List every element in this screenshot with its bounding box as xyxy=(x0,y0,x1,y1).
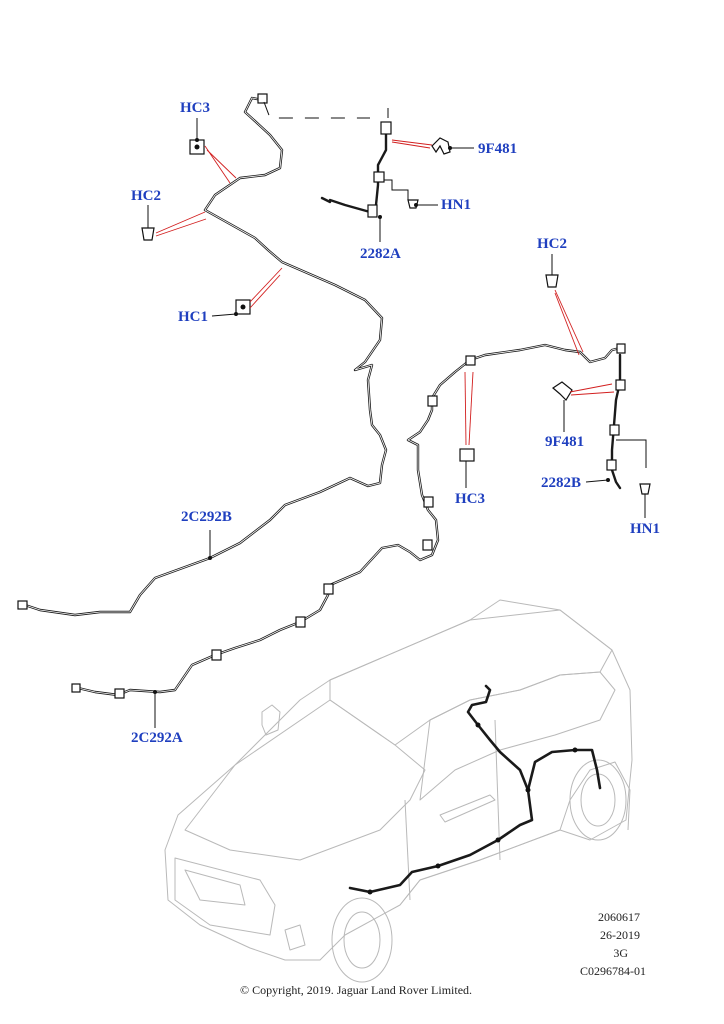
hose-2282b xyxy=(552,353,651,495)
black-leaders xyxy=(147,118,646,728)
label-9f481-top: 9F481 xyxy=(478,141,518,157)
meta-ref: C0296784-01 xyxy=(580,964,646,978)
label-hn1-top: HN1 xyxy=(441,197,471,213)
hose-2282a xyxy=(263,101,451,218)
hc2-left-icon xyxy=(141,227,155,241)
hc2-right-icon xyxy=(545,274,559,288)
meta-date: 26-2019 xyxy=(600,928,640,942)
vehicle-outline xyxy=(164,599,633,983)
label-2282a: 2282A xyxy=(360,246,401,262)
copyright-notice: © Copyright, 2019. Jaguar Land Rover Lim… xyxy=(239,983,473,997)
vehicle-brake-pipes xyxy=(348,684,602,895)
label-2c292a: 2C292A xyxy=(131,730,183,746)
red-leaders xyxy=(155,139,615,446)
label-hc2-left: HC2 xyxy=(131,188,161,204)
hc3-middle-icon xyxy=(459,448,475,462)
label-hc2-right: HC2 xyxy=(537,236,567,252)
label-2282b: 2282B xyxy=(541,475,582,491)
label-hc1: HC1 xyxy=(178,309,208,325)
hc1-icon xyxy=(235,299,251,315)
label-2c292b: 2C292B xyxy=(181,509,232,525)
meta-code: 2060617 xyxy=(598,910,640,924)
label-9f481-right: 9F481 xyxy=(545,434,585,450)
pipe-2c292b xyxy=(17,93,388,617)
meta-revision: 3G xyxy=(613,946,628,960)
hc3-top-icon xyxy=(189,139,205,155)
label-hn1-right: HN1 xyxy=(630,521,660,537)
label-hc3-middle: HC3 xyxy=(455,491,485,507)
pipe-2c292a xyxy=(71,343,626,699)
label-hc3-top: HC3 xyxy=(180,100,210,116)
